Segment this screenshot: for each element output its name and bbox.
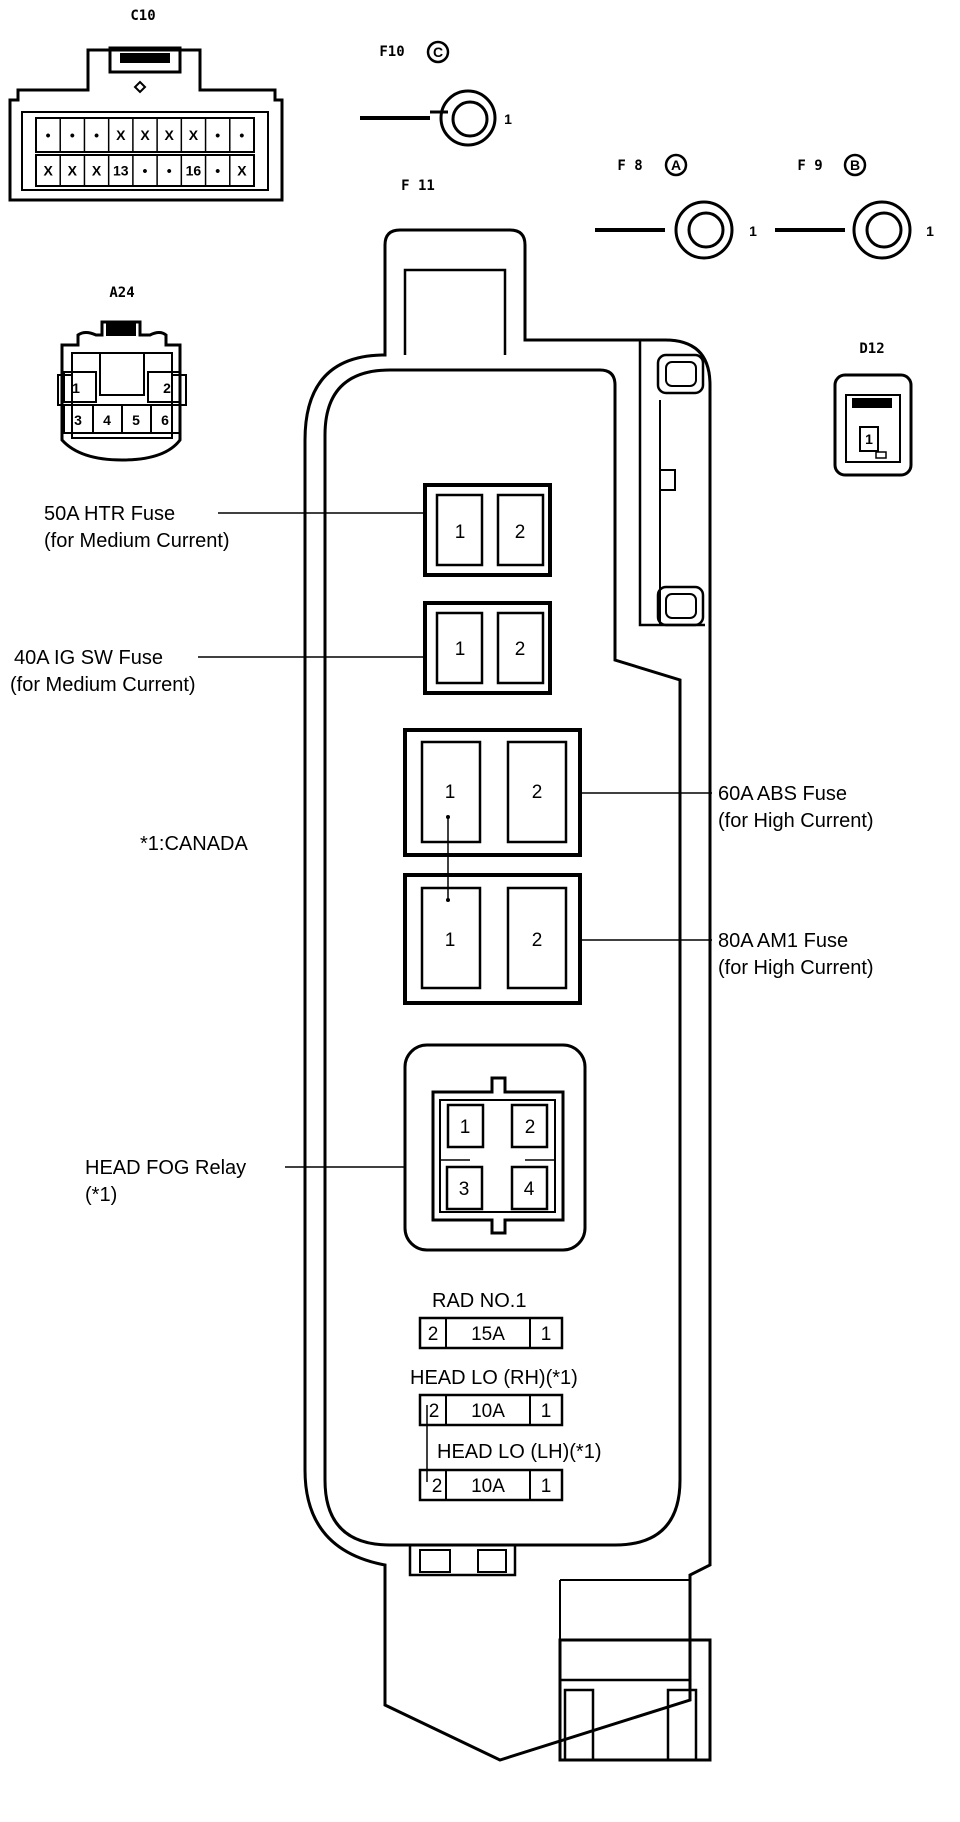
fuse-igsw-sublabel: (for Medium Current) — [10, 674, 196, 696]
a24-pin-4: 4 — [103, 412, 111, 428]
note-canada: *1:CANADA — [140, 833, 248, 855]
connector-f8: F 8 A 1 — [595, 153, 757, 260]
connector-d12: D12 1 — [833, 341, 913, 477]
fuse-abs-sublabel: (for High Current) — [718, 810, 874, 832]
mini-fuse-head-lo-rh: HEAD LO (RH)(*1) 2 10A 1 — [410, 1367, 578, 1427]
a24-pin-6: 6 — [161, 412, 169, 428]
c10-pin-1-6: X — [165, 127, 175, 143]
mini-fuse-head-lo-rh-label: HEAD LO (RH)(*1) — [410, 1367, 578, 1389]
relay-pin-4: 4 — [524, 1179, 535, 1200]
connector-a24: A24 1 2 3 4 5 6 — [57, 285, 187, 462]
fuse-abs-pin-2: 2 — [532, 782, 543, 803]
connector-f8-pin: 1 — [749, 223, 757, 239]
c10-pin-2-8: • — [215, 163, 220, 179]
connector-f8-letter-circle — [664, 153, 688, 177]
fuse-htr-label: 50A HTR Fuse — [44, 503, 175, 525]
d12-pin-1: 1 — [865, 431, 873, 447]
fuse-htr-sublabel: (for Medium Current) — [44, 530, 230, 552]
mini-fuse-rad-rating: 15A — [471, 1324, 505, 1345]
mini-fuse-head-lo-lh-pin-left: 2 — [432, 1476, 443, 1497]
connector-f10-letter: C — [433, 44, 443, 60]
mini-fuse-rad: RAD NO.1 2 15A 1 — [418, 1290, 564, 1350]
fuse-am1-pin-1: 1 — [445, 930, 456, 951]
connector-f11-title: F 11 — [401, 178, 435, 194]
a24-pin-2: 2 — [163, 380, 171, 396]
fuse-igsw-label: 40A IG SW Fuse — [14, 647, 163, 669]
a24-pin-5: 5 — [132, 412, 140, 428]
c10-pin-1-8: • — [215, 127, 220, 143]
connector-c10-title: C10 — [130, 8, 155, 24]
mini-fuse-head-lo-rh-pin-left: 2 — [429, 1401, 440, 1422]
c10-pin-2-2: X — [68, 163, 78, 179]
c10-pin-2-5: • — [143, 163, 148, 179]
fuse-abs: 1 2 60A ABS Fuse (for High Current) — [403, 728, 874, 857]
relay-pin-1: 1 — [460, 1117, 471, 1138]
connector-f9-pin: 1 — [926, 223, 934, 239]
relay-label: HEAD FOG Relay — [85, 1157, 246, 1179]
connector-f8-title: F 8 — [617, 158, 642, 174]
c10-pin-1-2: • — [70, 127, 75, 143]
fuse-htr-pin-2: 2 — [515, 522, 526, 543]
relay-pin-2: 2 — [525, 1117, 536, 1138]
fuse-igsw-pin-2: 2 — [515, 639, 526, 660]
relay-pin-3: 3 — [459, 1179, 470, 1200]
fuse-htr-pin-1: 1 — [455, 522, 466, 543]
c10-pin-2-7: 16 — [186, 163, 202, 179]
fuse-am1-pin-2: 2 — [532, 930, 543, 951]
relay-sublabel: (*1) — [85, 1184, 117, 1206]
connector-f9-title: F 9 — [797, 158, 822, 174]
mini-fuse-head-lo-lh-label: HEAD LO (LH)(*1) — [437, 1441, 601, 1463]
relay-head-fog: 1 2 3 4 HEAD FOG Relay (*1) — [85, 1043, 587, 1252]
mini-fuse-head-lo-lh-rating: 10A — [471, 1476, 505, 1497]
a24-pin-1: 1 — [72, 380, 80, 396]
c10-pin-2-6: • — [167, 163, 172, 179]
mini-fuse-head-lo-lh-pin-right: 1 — [541, 1476, 552, 1497]
c10-pin-2-9: X — [237, 163, 247, 179]
fuse-box-housing — [303, 228, 712, 1762]
connector-f10: F10 C 1 — [360, 40, 512, 147]
fuse-am1-label: 80A AM1 Fuse — [718, 930, 848, 952]
connector-f8-letter: A — [671, 157, 681, 173]
mini-fuse-rad-pin-right: 1 — [541, 1324, 552, 1345]
fuse-abs-label: 60A ABS Fuse — [718, 783, 847, 805]
mini-fuse-rad-label: RAD NO.1 — [432, 1290, 526, 1312]
mini-fuse-head-lo-rh-pin-right: 1 — [541, 1401, 552, 1422]
fuse-igsw-pin-1: 1 — [455, 639, 466, 660]
fuse-igsw: 1 2 40A IG SW Fuse (for Medium Current) — [10, 601, 552, 696]
c10-pin-2-3: X — [92, 163, 102, 179]
mini-fuse-head-lo-lh: HEAD LO (LH)(*1) 2 10A 1 — [418, 1441, 601, 1502]
connector-a24-title: A24 — [109, 285, 134, 301]
c10-pin-1-7: X — [189, 127, 199, 143]
c10-pin-1-3: • — [94, 127, 99, 143]
connector-f10-pin: 1 — [504, 111, 512, 127]
c10-pin-1-1: • — [46, 127, 51, 143]
fuse-htr: 1 2 50A HTR Fuse (for Medium Current) — [44, 483, 552, 577]
c10-pin-1-4: X — [116, 127, 126, 143]
connector-f10-letter-circle — [426, 40, 450, 64]
fuse-am1-sublabel: (for High Current) — [718, 957, 874, 979]
connector-f9-letter-circle — [843, 153, 867, 177]
c10-pin-2-1: X — [43, 163, 53, 179]
mini-fuse-head-lo-rh-rating: 10A — [471, 1401, 505, 1422]
connector-f10-title: F10 — [379, 44, 404, 60]
connector-d12-title: D12 — [859, 341, 884, 357]
fuse-abs-pin-1: 1 — [445, 782, 456, 803]
connector-f9-letter: B — [850, 157, 860, 173]
c10-pin-1-5: X — [140, 127, 150, 143]
c10-pin-1-9: • — [239, 127, 244, 143]
connector-f9: F 9 B 1 — [775, 153, 934, 260]
c10-pin-2-4: 13 — [113, 163, 129, 179]
fuse-am1: 1 2 80A AM1 Fuse (for High Current) — [403, 873, 874, 1005]
mini-fuse-rad-pin-left: 2 — [428, 1324, 439, 1345]
a24-pin-3: 3 — [74, 412, 82, 428]
